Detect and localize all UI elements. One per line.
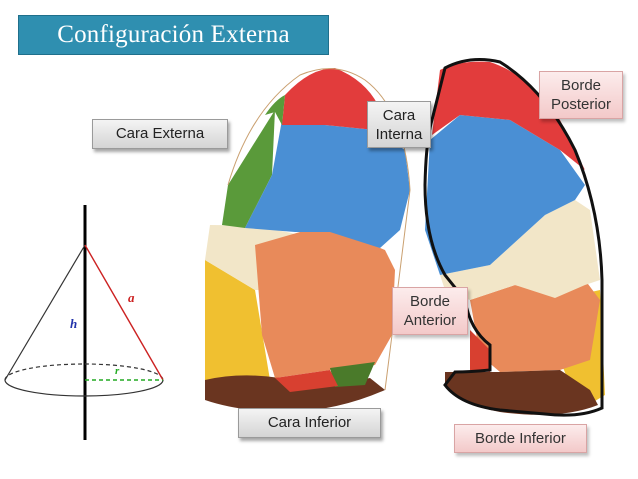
label-cara-externa-text: Cara Externa: [115, 125, 205, 142]
label-cara-interna-line2: Interna: [375, 126, 423, 143]
label-borde-inferior-text: Borde Inferior: [475, 430, 566, 447]
cone-slant: [84, 244, 164, 381]
cone-left-side: [4, 244, 86, 381]
label-borde-posterior: Borde Posterior: [539, 71, 623, 119]
label-cara-inferior-text: Cara Inferior: [267, 414, 352, 431]
label-borde-anterior-line1: Borde: [409, 293, 451, 310]
label-cara-externa: Cara Externa: [92, 119, 228, 149]
page-title: Configuración Externa: [57, 21, 290, 48]
title-bar: Configuración Externa: [18, 15, 329, 55]
label-borde-inferior: Borde Inferior: [454, 424, 587, 453]
label-cara-interna: Cara Interna: [367, 101, 431, 148]
label-borde-posterior-line2: Posterior: [550, 96, 612, 113]
cone-base-back: [4, 363, 164, 381]
cone-base-front: [4, 379, 164, 397]
left-lung: [205, 68, 411, 412]
label-borde-anterior: Borde Anterior: [392, 287, 468, 335]
label-borde-posterior-line1: Borde: [560, 77, 602, 94]
label-cara-inferior: Cara Inferior: [238, 408, 381, 438]
label-borde-anterior-line2: Anterior: [403, 312, 457, 329]
label-cara-interna-line1: Cara: [382, 107, 416, 124]
cone-label-a: a: [128, 290, 135, 305]
cone-label-r: r: [115, 365, 120, 377]
cone-label-h: h: [70, 316, 77, 331]
